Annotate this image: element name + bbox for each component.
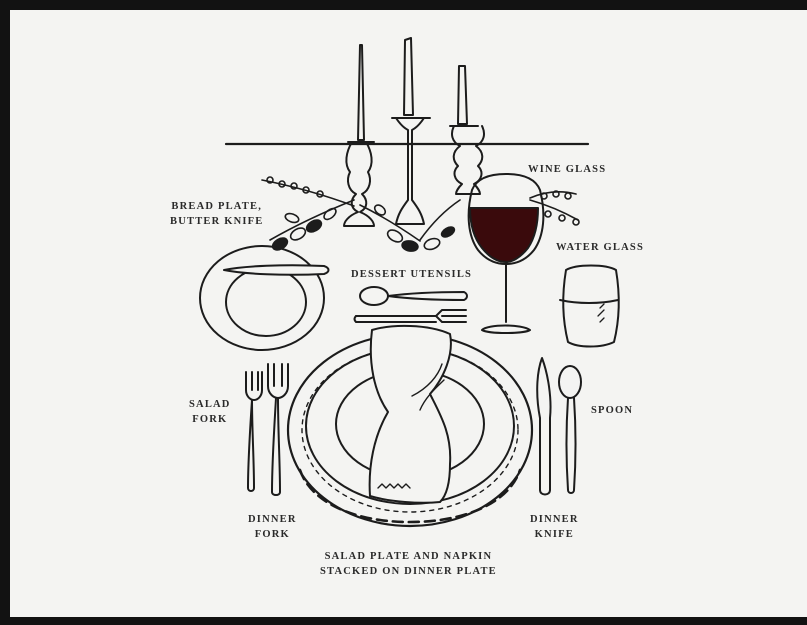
dinner-knife-label-line-2: KNIFE: [530, 527, 579, 542]
water-glass-label: WATER GLASS: [556, 240, 644, 255]
dinner-fork-label: DINNER FORK: [248, 512, 297, 542]
napkin: [370, 326, 451, 503]
candlesticks: [344, 38, 484, 226]
salad-fork: [246, 372, 262, 491]
salad-fork-label-line-1: SALAD: [189, 397, 231, 412]
salad-fork-label: SALAD FORK: [189, 397, 231, 427]
dinner-knife: [537, 358, 550, 495]
dinner-knife-label-line-1: DINNER: [530, 512, 579, 527]
salad-fork-label-line-2: FORK: [189, 412, 231, 427]
spoon-label: SPOON: [591, 403, 633, 418]
plate-stack-label: SALAD PLATE AND NAPKIN STACKED ON DINNER…: [320, 549, 497, 579]
bread-plate-label-line-2: BUTTER KNIFE: [170, 214, 263, 229]
dinner-fork-label-line-1: DINNER: [248, 512, 297, 527]
dessert-utensils: [355, 287, 468, 322]
dessert-utensils-label: DESSERT UTENSILS: [351, 267, 472, 282]
wine-glass-label: WINE GLASS: [528, 162, 606, 177]
bread-plate: [200, 246, 329, 350]
bread-plate-label-line-1: BREAD PLATE,: [170, 199, 263, 214]
dinner-fork-label-line-2: FORK: [248, 527, 297, 542]
plate-stack-label-line-2: STACKED ON DINNER PLATE: [320, 564, 497, 579]
spoon: [559, 366, 581, 493]
dinner-knife-label: DINNER KNIFE: [530, 512, 579, 542]
water-glass: [560, 266, 619, 347]
bread-plate-label: BREAD PLATE, BUTTER KNIFE: [170, 199, 263, 229]
plate-stack-label-line-1: SALAD PLATE AND NAPKIN: [320, 549, 497, 564]
dinner-fork: [268, 364, 288, 495]
